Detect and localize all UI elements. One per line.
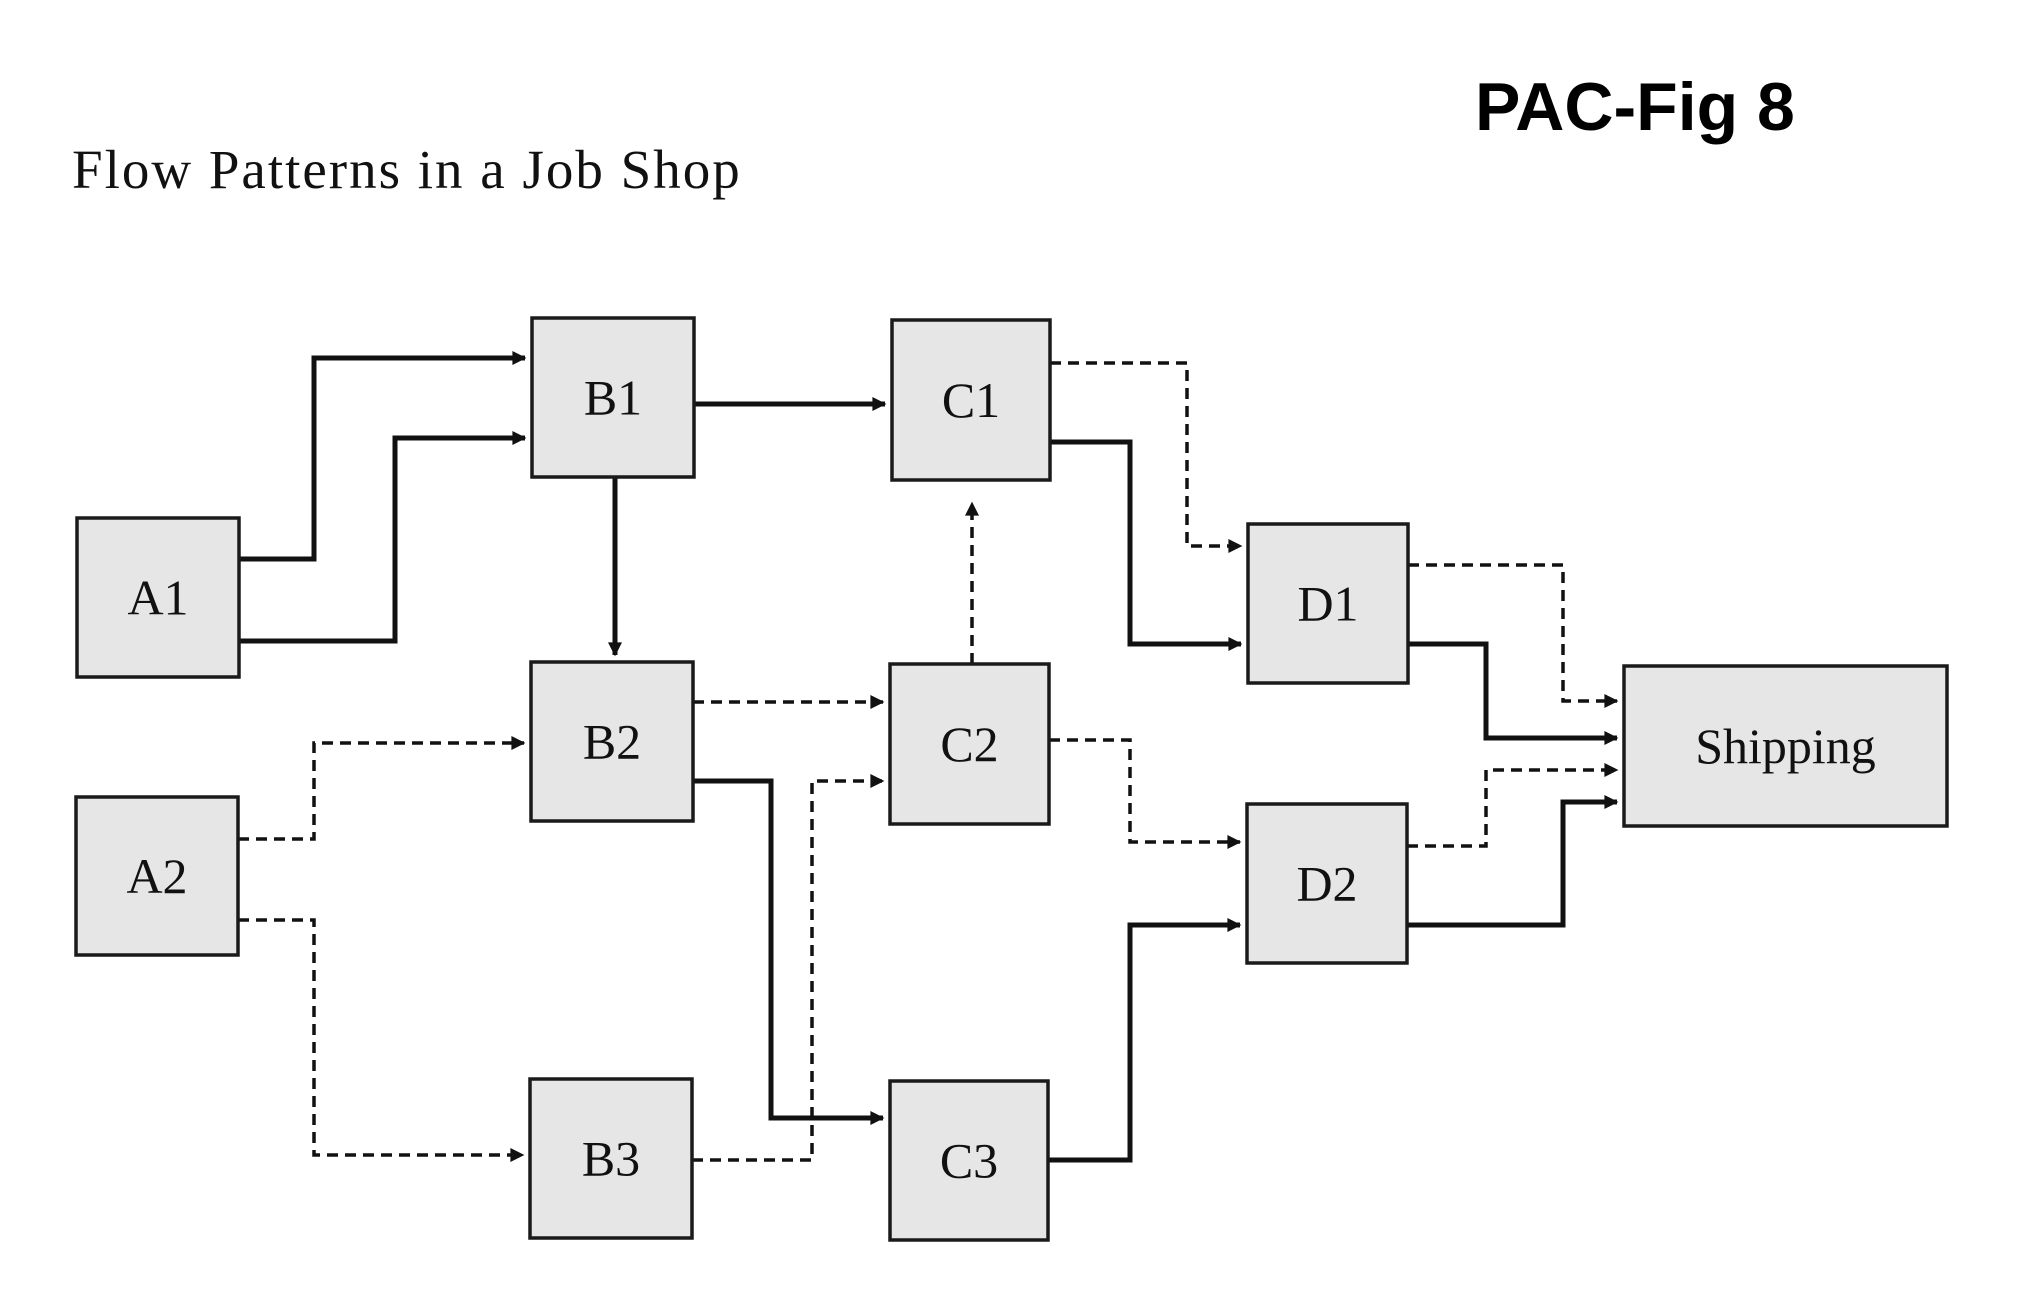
node-box-d1	[1246, 522, 1410, 685]
node-b2: B2	[529, 660, 695, 823]
edge-c2-d2-dashed	[1049, 738, 1242, 849]
edges-layer	[238, 351, 1619, 1163]
node-box-c3	[888, 1079, 1050, 1242]
edge-d1-sh-dashed	[1408, 563, 1619, 708]
diagram-title: Flow Patterns in a Job Shop	[72, 139, 742, 200]
node-box-b1	[530, 316, 696, 479]
node-c2: C2	[888, 662, 1051, 826]
node-b3: B3	[528, 1077, 694, 1240]
node-box-c2	[888, 662, 1051, 826]
edge-b3-c2-dashed	[692, 774, 885, 1162]
node-label-d2: D2	[1296, 856, 1357, 912]
node-d2: D2	[1245, 802, 1409, 965]
node-a2: A2	[74, 795, 240, 957]
edge-c1-d1-dashed	[1050, 361, 1243, 553]
node-label-a2: A2	[126, 848, 187, 904]
edge-c3-d2-solid	[1048, 918, 1242, 1163]
edge-d1-sh-solid	[1408, 641, 1619, 745]
node-a1: A1	[75, 516, 241, 679]
node-label-b3: B3	[582, 1131, 640, 1187]
node-box-a1	[75, 516, 241, 679]
node-label-c1: C1	[942, 372, 1000, 428]
edge-d2-sh-dashed	[1407, 763, 1619, 848]
node-box-a2	[74, 795, 240, 957]
edge-d2-sh-solid	[1407, 795, 1619, 928]
node-b1: B1	[530, 316, 696, 479]
node-label-d1: D1	[1297, 576, 1358, 632]
node-label-a1: A1	[127, 570, 188, 626]
node-c3: C3	[888, 1079, 1050, 1242]
node-label-b2: B2	[583, 714, 641, 770]
edge-a2-b3-dashed	[238, 918, 525, 1162]
node-box-b3	[528, 1077, 694, 1240]
edge-a1-b1-solid	[239, 431, 527, 644]
node-box-b2	[529, 660, 695, 823]
node-d1: D1	[1246, 522, 1410, 685]
node-sh: Shipping	[1622, 664, 1949, 828]
node-c1: C1	[890, 318, 1052, 482]
edge-a2-b2-dashed	[238, 736, 526, 841]
node-label-b1: B1	[584, 370, 642, 426]
figure-label: PAC-Fig 8	[1475, 69, 1795, 145]
edge-c1-d1-solid	[1050, 439, 1243, 651]
edge-b2-c3-solid	[693, 778, 885, 1125]
edge-a1-b1-solid	[239, 351, 527, 562]
node-label-c2: C2	[940, 716, 998, 772]
node-label-sh: Shipping	[1695, 718, 1876, 774]
node-box-c1	[890, 318, 1052, 482]
node-box-d2	[1245, 802, 1409, 965]
node-box-sh	[1622, 664, 1949, 828]
node-label-c3: C3	[940, 1133, 998, 1189]
